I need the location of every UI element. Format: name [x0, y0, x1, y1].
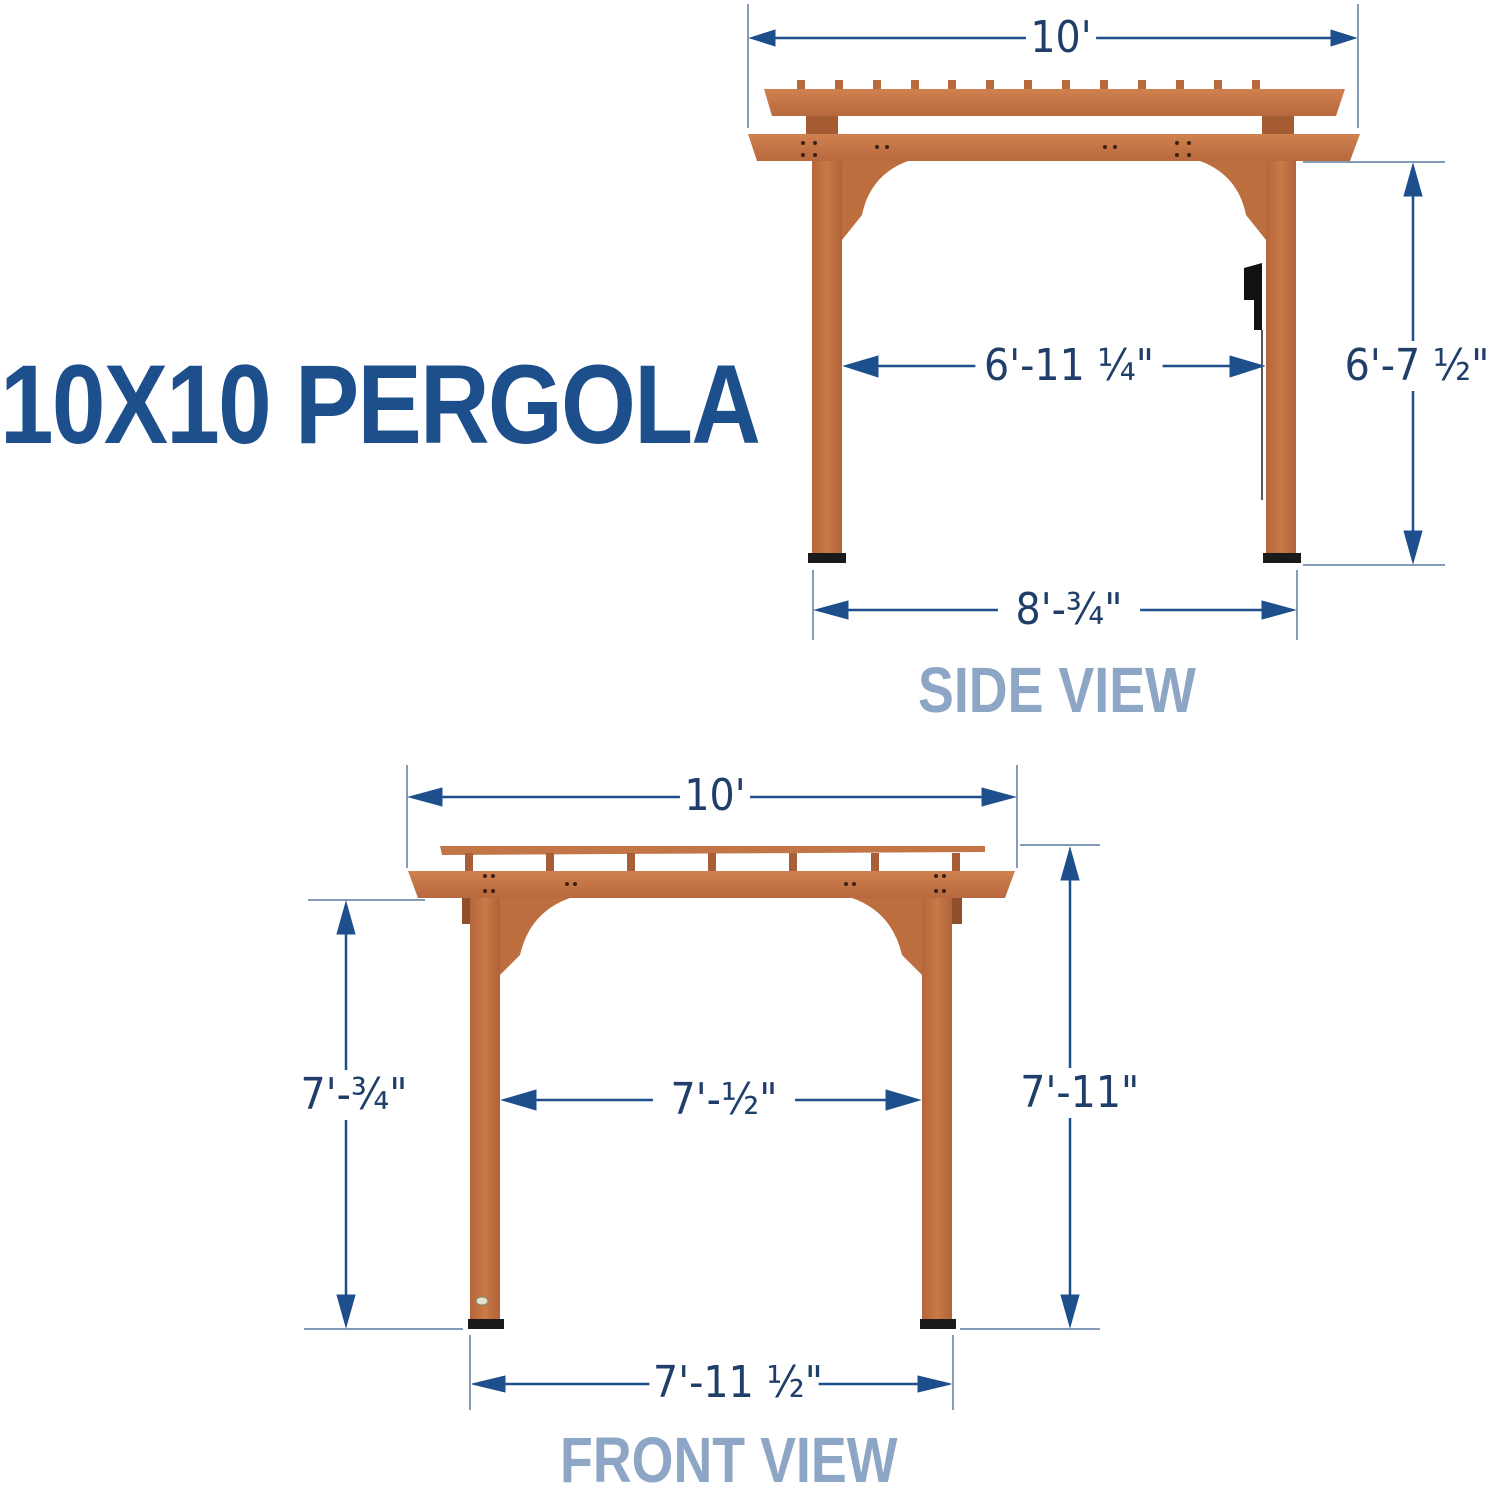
logo-badge	[475, 1296, 489, 1306]
front-clearance-height-label: 7'-¾"	[287, 1070, 421, 1120]
front-right-brace	[852, 898, 922, 975]
front-footprint-width-label: 7'-11 ½"	[649, 1358, 823, 1408]
front-view-label: FRONT VIEW	[560, 1424, 898, 1496]
front-overall-height-label: 7'-11"	[1016, 1068, 1139, 1118]
side-right-post	[1266, 161, 1296, 557]
front-main-beam	[408, 871, 1015, 898]
front-view-structure	[408, 846, 1015, 1329]
side-left-post	[812, 161, 842, 557]
front-inner-width-label: 7'-½"	[652, 1075, 796, 1125]
side-rafter-tails	[797, 80, 1260, 90]
front-left-brace	[500, 898, 570, 975]
side-footprint-width-label: 8'-¾"	[997, 585, 1141, 635]
side-overall-width-label: 10'	[1025, 13, 1097, 63]
front-rafters	[465, 853, 960, 883]
front-left-post	[470, 898, 500, 1324]
page-title: 10X10 PERGOLA	[0, 342, 761, 467]
side-main-beam	[748, 134, 1360, 161]
side-left-brace	[842, 161, 908, 240]
side-upper-beam	[764, 89, 1345, 116]
front-right-post	[922, 898, 952, 1324]
side-view-structure	[748, 80, 1360, 563]
front-top-rail	[440, 846, 985, 855]
side-view-label: SIDE VIEW	[918, 654, 1196, 726]
side-inner-width-label: 6'-11 ¼"	[975, 341, 1163, 391]
front-overall-width-label: 10'	[679, 771, 751, 821]
side-right-brace	[1200, 161, 1266, 240]
side-post-height-label: 6'-7 ½"	[1336, 341, 1498, 391]
